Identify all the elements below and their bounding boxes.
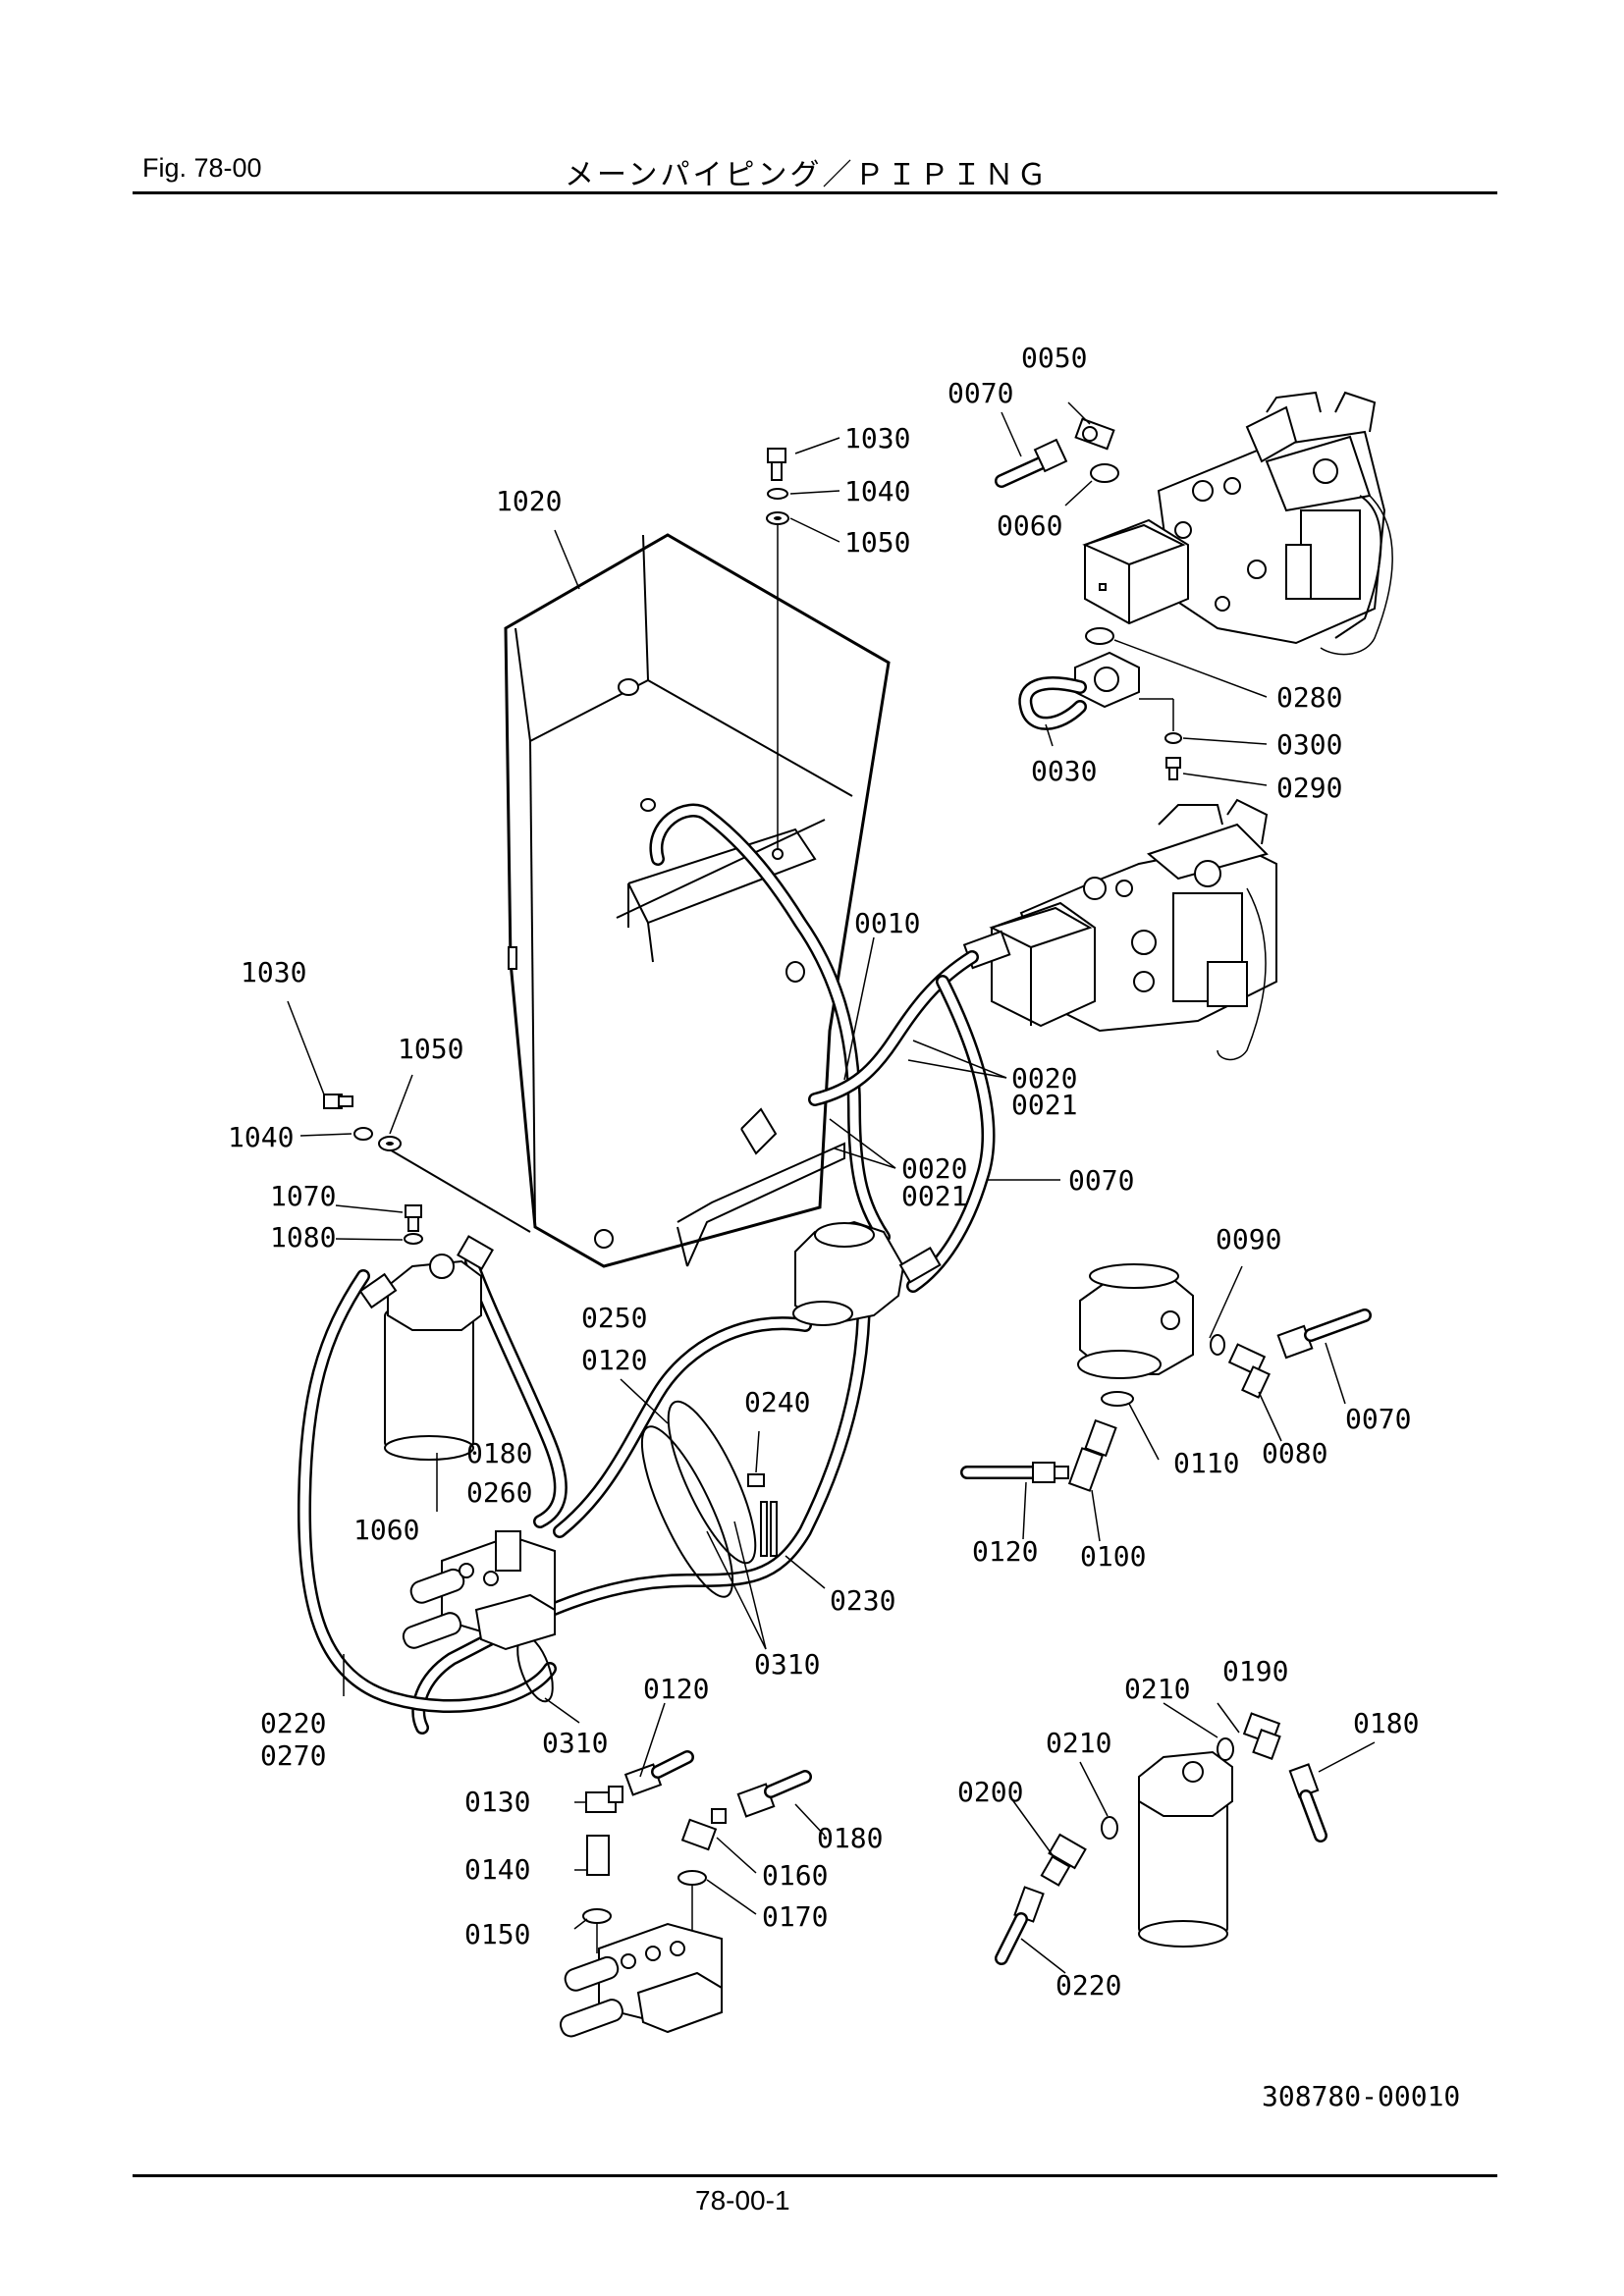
callout-0310: 0310 — [754, 1648, 820, 1681]
callout-0050: 0050 — [1021, 342, 1087, 374]
callout-0030: 0030 — [1031, 755, 1097, 787]
callout-1050: 1050 — [398, 1033, 463, 1065]
callout-1020: 1020 — [496, 485, 562, 517]
callout-0170: 0170 — [762, 1900, 828, 1933]
callout-0180: 0180 — [466, 1437, 532, 1469]
callout-0140: 0140 — [464, 1853, 530, 1886]
figure-number: Fig. 78-00 — [142, 153, 262, 183]
callout-0020: 0020 — [1011, 1062, 1077, 1095]
main-pump-assembled — [962, 798, 1277, 1061]
pipe-clamp — [747, 1473, 778, 1557]
callout-labels: 0050 0070 1030 1040 1050 1020 0060 0280 … — [228, 342, 1460, 2112]
bolt-stack-side — [323, 1094, 402, 1151]
callout-1040: 1040 — [844, 475, 910, 507]
detail-pump-ports — [960, 1263, 1372, 1492]
hydraulic-tank — [387, 533, 891, 1268]
callout-0021: 0021 — [1011, 1089, 1077, 1121]
callout-0280: 0280 — [1276, 681, 1342, 714]
callout-0160: 0160 — [762, 1859, 828, 1892]
leader-lines — [287, 401, 1376, 1974]
callout-0120: 0120 — [581, 1344, 647, 1376]
main-pump-exploded — [995, 391, 1393, 780]
callout-0070: 0070 — [1068, 1164, 1134, 1197]
callout-0210: 0210 — [1046, 1727, 1111, 1759]
bolt-stack-top — [766, 448, 789, 860]
callout-0150: 0150 — [464, 1918, 530, 1950]
callout-1030: 1030 — [241, 956, 306, 988]
control-valve — [402, 1530, 556, 1651]
callout-0090: 0090 — [1216, 1223, 1281, 1255]
callout-1040: 1040 — [228, 1121, 294, 1153]
callout-0200: 0200 — [957, 1776, 1023, 1808]
strainer-assembly — [792, 1220, 942, 1327]
hose-clamps — [516, 1400, 757, 1703]
page-number: 78-00-1 — [695, 2185, 790, 2216]
callout-1050: 1050 — [844, 526, 910, 559]
callout-0110: 0110 — [1173, 1447, 1239, 1479]
callout-0220: 0220 — [1056, 1969, 1121, 2002]
callout-0120: 0120 — [643, 1673, 709, 1705]
callout-0260: 0260 — [466, 1476, 532, 1509]
callout-0070: 0070 — [947, 377, 1013, 409]
callout-0080: 0080 — [1262, 1437, 1327, 1469]
callout-1080: 1080 — [270, 1221, 336, 1254]
callout-0130: 0130 — [464, 1786, 530, 1818]
detail-filter-fittings — [995, 1712, 1327, 1965]
callout-0180: 0180 — [1353, 1707, 1419, 1739]
footer-divider — [133, 2174, 1497, 2177]
return-filter — [358, 1204, 494, 1461]
callout-0190: 0190 — [1222, 1655, 1288, 1687]
callout-1060: 1060 — [353, 1514, 419, 1546]
callout-0100: 0100 — [1080, 1540, 1146, 1573]
callout-0230: 0230 — [830, 1584, 895, 1617]
callout-0250: 0250 — [581, 1302, 647, 1334]
callout-0310: 0310 — [542, 1727, 608, 1759]
drawing-number: 308780-00010 — [1262, 2080, 1460, 2112]
page-title: メーンパイピング／ＰＩＰＩＮＧ — [565, 158, 1050, 192]
header-divider — [133, 191, 1497, 194]
callout-0220: 0220 — [260, 1707, 326, 1739]
callout-0020: 0020 — [901, 1152, 967, 1185]
callout-1030: 1030 — [844, 422, 910, 454]
callout-0010: 0010 — [854, 907, 920, 939]
callout-0290: 0290 — [1276, 772, 1342, 804]
detail-valve-fittings — [559, 1750, 812, 2038]
callout-0060: 0060 — [997, 509, 1062, 542]
callout-0120: 0120 — [972, 1535, 1038, 1568]
callout-0240: 0240 — [744, 1386, 810, 1418]
callout-0021: 0021 — [901, 1180, 967, 1212]
callout-1070: 1070 — [270, 1180, 336, 1212]
callout-0070: 0070 — [1345, 1403, 1411, 1435]
callout-0180: 0180 — [817, 1822, 883, 1854]
callout-0300: 0300 — [1276, 728, 1342, 761]
callout-0210: 0210 — [1124, 1673, 1190, 1705]
callout-0270: 0270 — [260, 1739, 326, 1772]
